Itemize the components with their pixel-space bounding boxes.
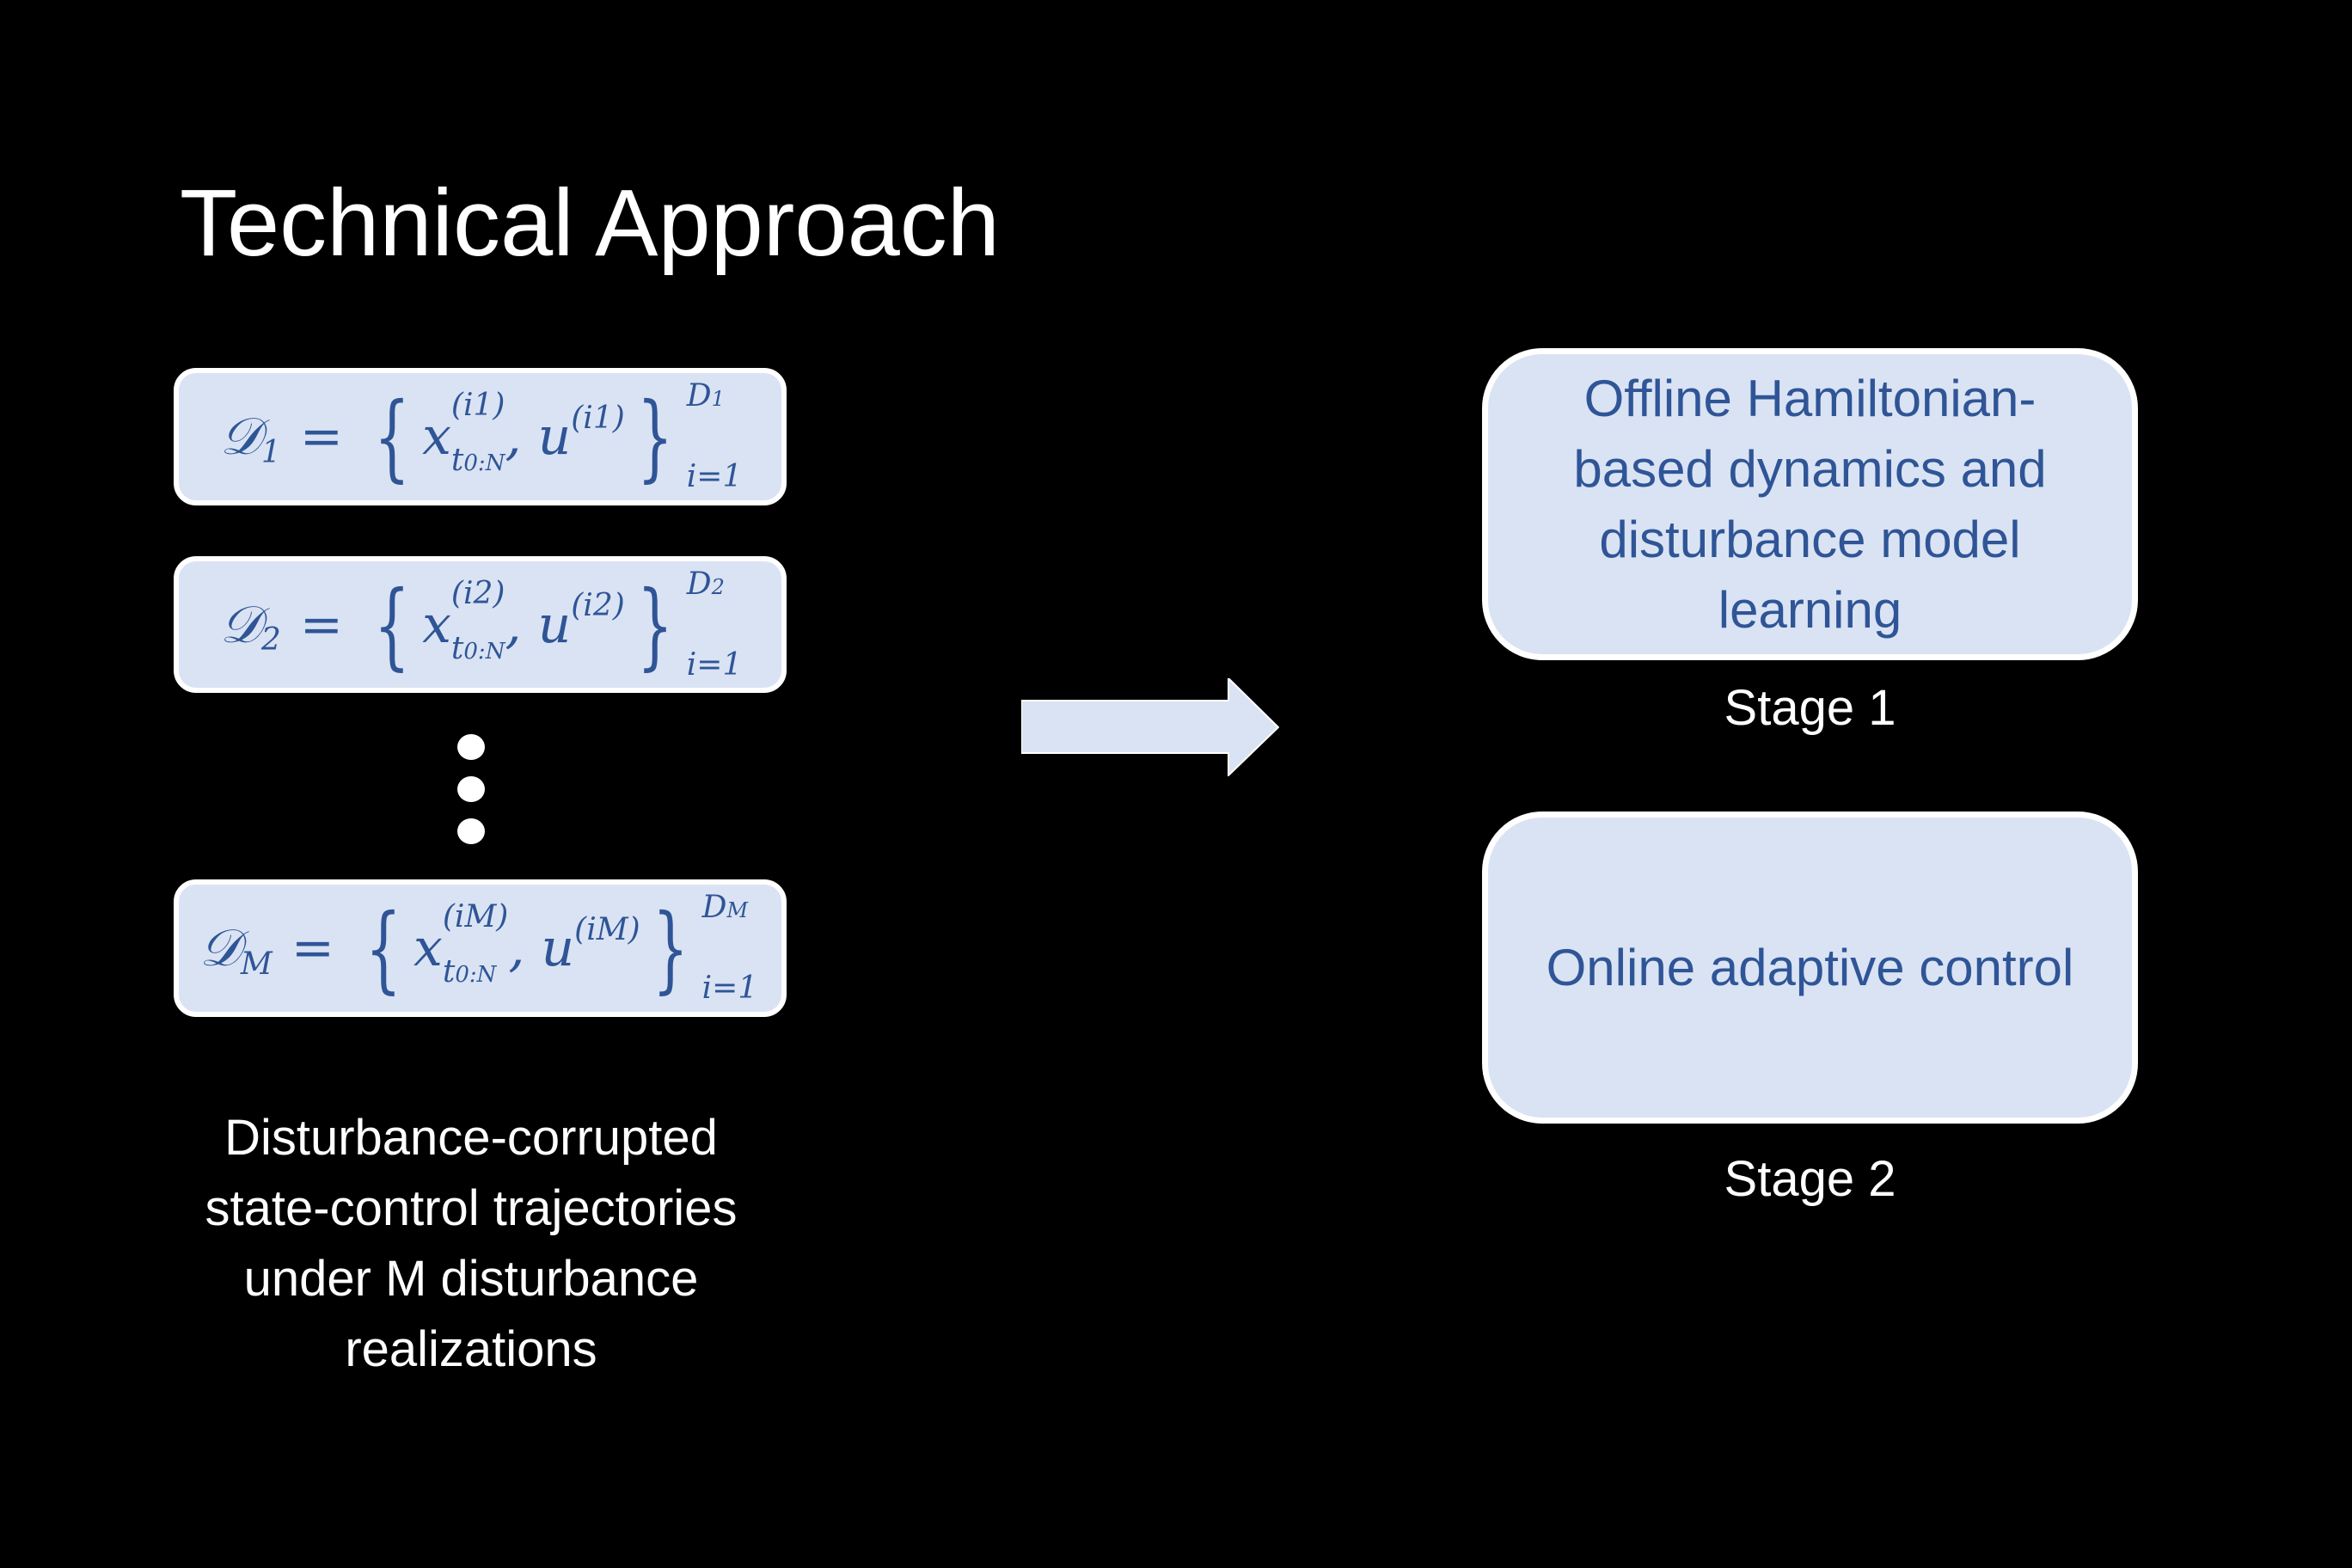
open-brace: {	[374, 382, 411, 492]
u-var: u	[537, 594, 572, 655]
stage-2-box: Online adaptive control	[1482, 812, 2138, 1124]
caption-line: state-control trajectories	[205, 1180, 738, 1236]
stage-2-label: Stage 2	[1724, 1151, 1896, 1207]
x-subsub: 0:N	[463, 450, 505, 476]
set-index: 2	[260, 622, 281, 658]
x-sub: t	[450, 443, 464, 478]
lower-limit: i=1	[686, 459, 743, 494]
x-var: x	[413, 918, 443, 978]
stage-1-box: Offline Hamiltonian- based dynamics and …	[1482, 348, 2138, 660]
upper-limit-sub: 1	[711, 387, 725, 411]
close-brace: }	[652, 893, 689, 1003]
comma: ,	[505, 407, 522, 467]
vertical-ellipsis-icon	[457, 734, 485, 760]
set-index: M	[240, 946, 273, 982]
vertical-ellipsis-icon	[457, 818, 485, 844]
u-var: u	[537, 407, 572, 467]
x-subsub: 0:N	[455, 962, 497, 988]
caption-line: under M disturbance	[243, 1251, 699, 1307]
limits: D2 i=1	[686, 566, 743, 683]
close-brace: }	[636, 569, 673, 680]
caption-line: realizations	[345, 1321, 597, 1377]
comma: ,	[508, 918, 525, 978]
set-symbol: 𝒟	[199, 918, 241, 978]
u-sup: (iM)	[574, 911, 640, 947]
set-symbol: 𝒟	[220, 594, 261, 655]
lower-limit: i=1	[701, 971, 758, 1006]
limits: D1 i=1	[687, 381, 743, 493]
stage-1-text-line: learning	[1718, 580, 1902, 639]
equals: =	[299, 594, 344, 655]
upper-limit: D	[686, 566, 712, 602]
caption-line: Disturbance-corrupted	[224, 1110, 718, 1166]
stage-1-label: Stage 1	[1724, 680, 1896, 736]
equals: =	[291, 918, 335, 978]
u-var: u	[541, 918, 575, 978]
dataset-caption: Disturbance-corrupted state-control traj…	[127, 1103, 815, 1385]
set-index: 1	[260, 434, 281, 470]
x-sub: t	[450, 630, 464, 666]
x-sup: (iM)	[442, 899, 509, 934]
stage-2-text: Online adaptive control	[1546, 938, 2074, 996]
upper-limit: D	[701, 890, 727, 925]
upper-limit: D	[686, 378, 712, 413]
stage-1-text-line: Offline Hamiltonian-	[1583, 369, 2037, 427]
upper-limit-sub: M	[726, 898, 749, 922]
x-sup: (i2)	[450, 575, 505, 611]
x-var: x	[422, 407, 451, 467]
right-arrow-icon	[1021, 678, 1279, 776]
x-scripts: (i1) t0:N	[451, 390, 505, 476]
stage-1-text-line: based dynamics and	[1573, 439, 2047, 498]
x-sup: (i1)	[450, 388, 505, 423]
u-sup: (i1)	[571, 400, 625, 436]
vertical-ellipsis-icon	[457, 776, 485, 802]
stage-1-text-line: disturbance model	[1599, 510, 2021, 568]
x-sub: t	[442, 954, 456, 989]
x-scripts: (i2) t0:N	[451, 578, 505, 664]
upper-limit-sub: 2	[711, 574, 725, 599]
x-var: x	[422, 594, 451, 655]
open-brace: {	[365, 893, 402, 1003]
x-subsub: 0:N	[463, 638, 505, 665]
x-scripts: (iM) t0:N	[443, 902, 508, 988]
equals: =	[299, 407, 344, 467]
u-sup: (i2)	[571, 588, 625, 623]
open-brace: {	[374, 569, 411, 680]
comma: ,	[505, 594, 522, 655]
close-brace: }	[636, 382, 673, 492]
page-title: Technical Approach	[180, 170, 1000, 276]
set-symbol: 𝒟	[220, 407, 261, 467]
lower-limit: i=1	[686, 646, 743, 683]
